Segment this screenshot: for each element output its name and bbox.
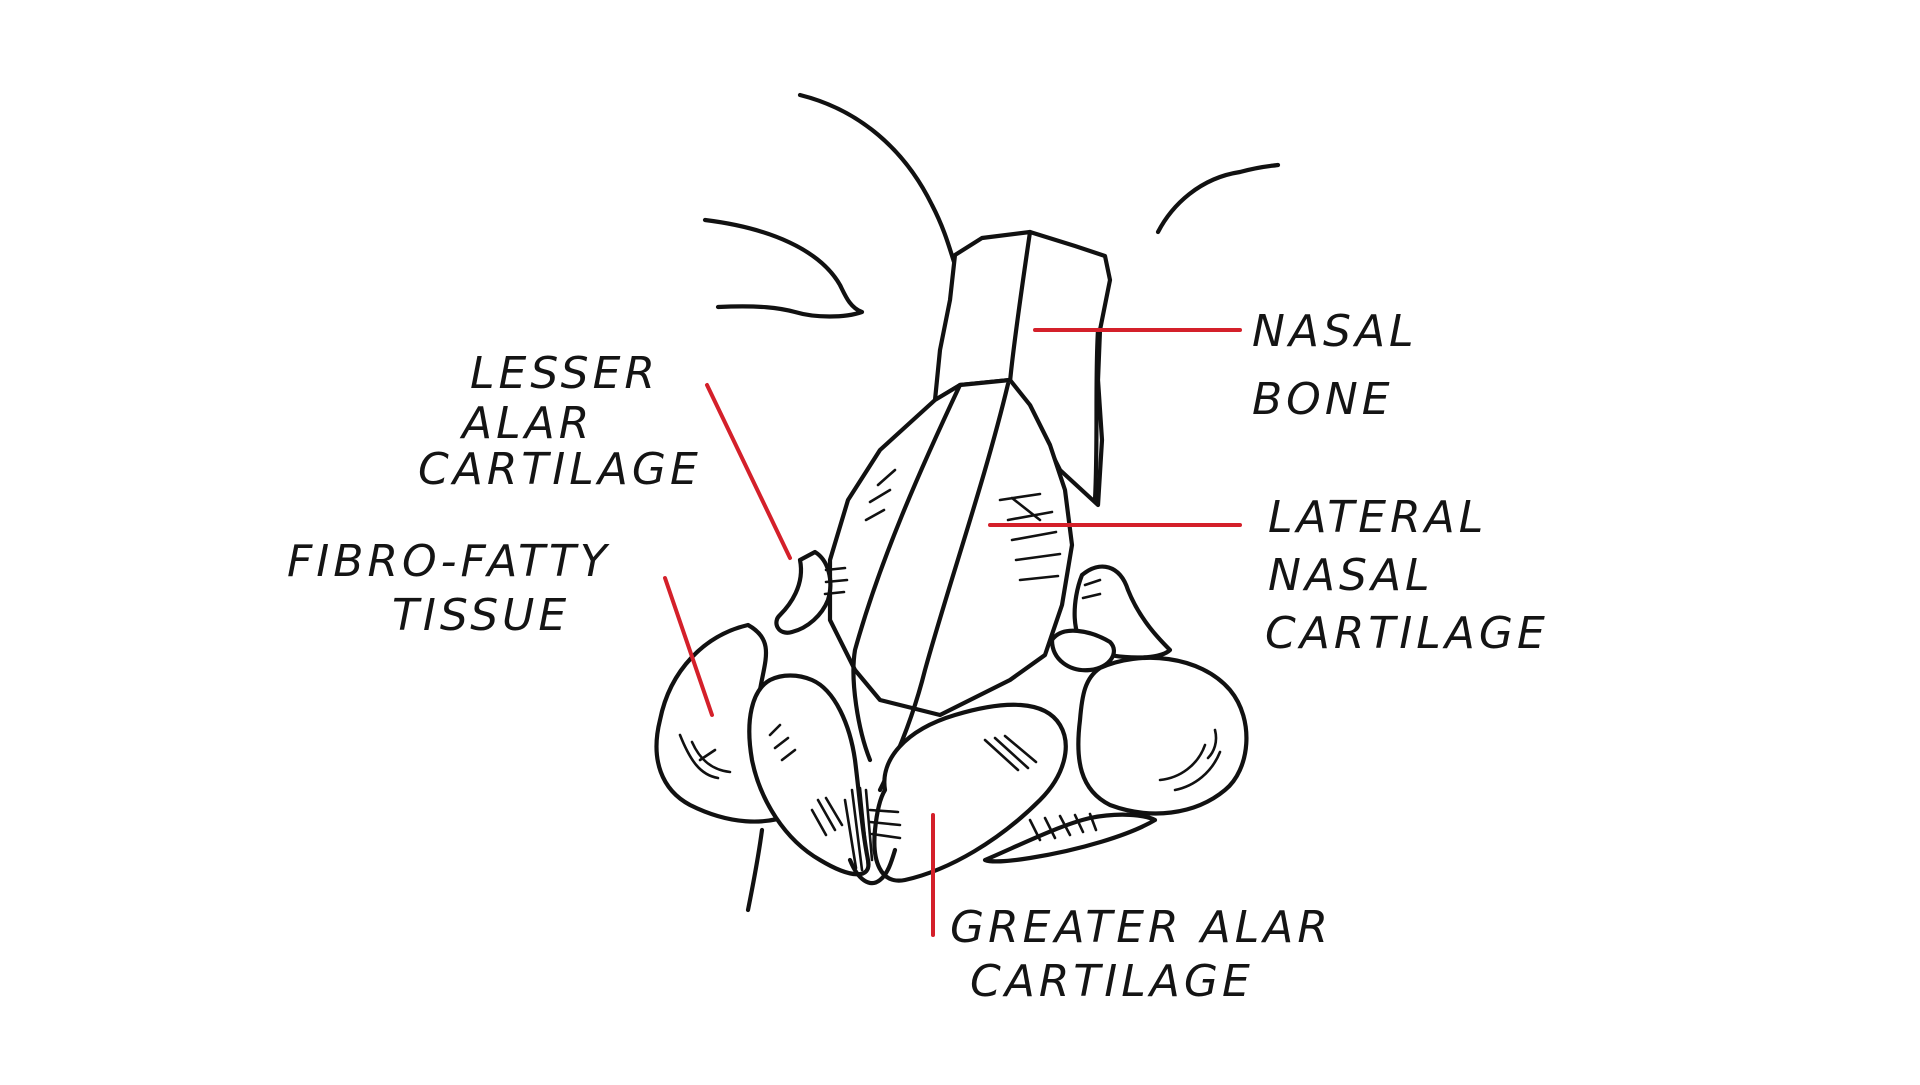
lateral-nasal-cartilage-shape [827, 377, 1075, 718]
lesser-alar-cartilage-left [774, 549, 833, 635]
forehead-profile-curve [797, 92, 958, 268]
fibro-fatty-left-marks [678, 733, 732, 780]
lesser-alar-cartilage-label-line-3: CARTILAGE [418, 444, 702, 495]
lateral-cartilage-hatch [998, 492, 1062, 582]
left-lip-line [745, 827, 765, 913]
right-nostril-hatch [1028, 812, 1098, 842]
lesser-alar-left-hatch [823, 566, 849, 596]
lesser-alar-cartilage-right-lower [1049, 628, 1116, 673]
lateral-nasal-cartilage-label-line-1: LATERAL [1268, 492, 1487, 543]
columella-dark-marks [843, 786, 874, 872]
greater-alar-cartilage-label-line-1: GREATER ALAR [950, 902, 1332, 953]
left-orbit-curve [702, 217, 865, 319]
lesser-alar-cartilage-leader [705, 383, 792, 560]
nasal-bone-inner-line [1007, 229, 1033, 385]
nose-drawing [654, 92, 1281, 913]
fibro-fatty-tissue-label-line-1: FIBRO-FATTY [287, 536, 611, 587]
fibro-fatty-tissue-leader [663, 576, 714, 717]
leader-lines [663, 328, 1242, 937]
greater-alar-cartilage-label-line-2: CARTILAGE [970, 956, 1254, 1007]
right-brow-curve [1155, 162, 1281, 235]
lesser-alar-right-hatch [1081, 578, 1102, 600]
lesser-alar-cartilage-label-line-2: ALAR [459, 398, 593, 449]
labels: NASAL BONE LATERAL NASAL CARTILAGE LESSE… [287, 306, 1549, 1007]
lateral-nasal-cartilage-label-line-3: CARTILAGE [1265, 608, 1549, 659]
nasal-bone-label-line-1: NASAL [1252, 306, 1418, 357]
fibro-fatty-tissue-right [1076, 655, 1249, 816]
dorsum-left-line [851, 382, 963, 763]
right-nostril-curve [982, 812, 1158, 864]
fibro-fatty-right-marks [1158, 728, 1222, 792]
greater-alar-right-hatch [868, 734, 1038, 840]
left-wall-hatch [864, 468, 897, 522]
nasal-bone-label-line-2: BONE [1252, 374, 1394, 425]
lesser-alar-cartilage-label-line-1: LESSER [470, 348, 659, 399]
fibro-fatty-tissue-label-line-2: TISSUE [392, 590, 570, 641]
greater-alar-cartilage-right [872, 702, 1068, 883]
lateral-nasal-cartilage-label-line-2: NASAL [1268, 550, 1434, 601]
greater-alar-left-hatch [768, 723, 844, 837]
greater-alar-cartilage-left [747, 673, 871, 877]
columella-base [847, 847, 898, 886]
nasal-bone-right-edge [1092, 327, 1101, 503]
